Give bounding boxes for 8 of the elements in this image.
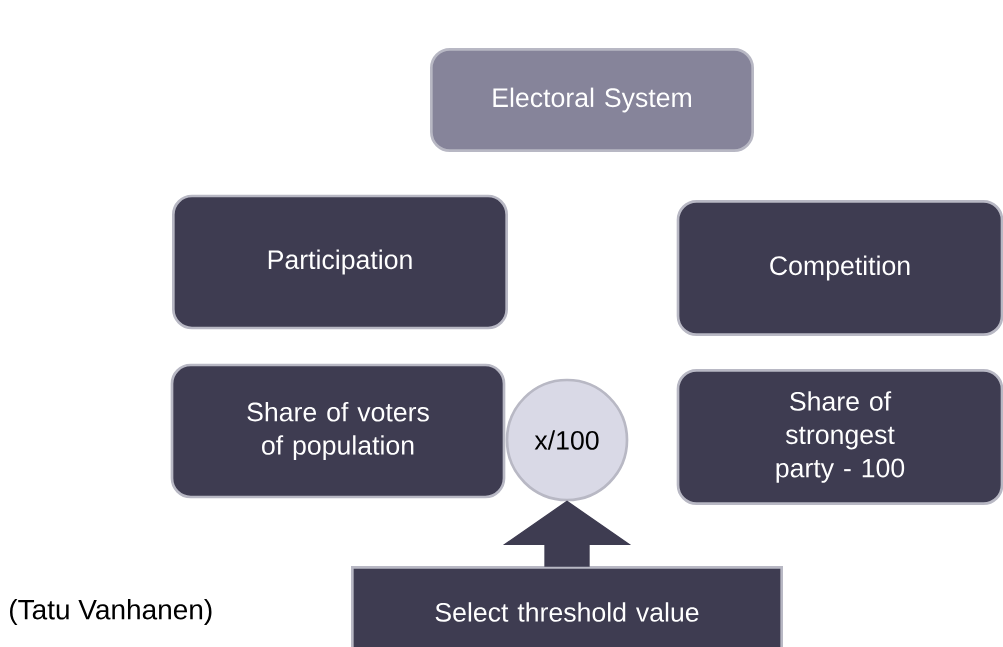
author-note: (Tatu Vanhanen): [10, 598, 212, 626]
category-box: Participation: [172, 194, 508, 330]
block-arrow: [502, 500, 632, 567]
title-box: Electoral System: [430, 48, 754, 152]
indicator-box: Share of voters of population: [170, 363, 506, 499]
indicator-box: Share of strongest party - 100: [676, 369, 1003, 505]
category-box: Competition: [676, 200, 1003, 336]
threshold-box: Select threshold value: [351, 566, 783, 647]
